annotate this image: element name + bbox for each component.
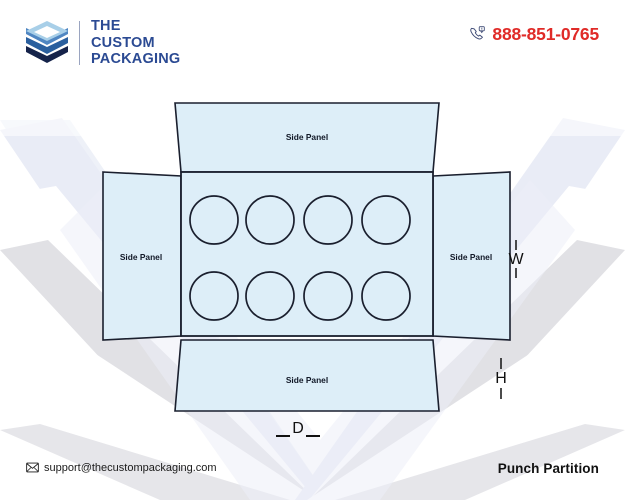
contact-email[interactable]: support@thecustompackaging.com bbox=[26, 461, 217, 474]
panel-bottom bbox=[174, 339, 440, 412]
punch-hole bbox=[245, 195, 295, 245]
logo-line-2: CUSTOM bbox=[91, 34, 155, 51]
panel-left-label: Side Panel bbox=[120, 252, 162, 262]
logo-line-3: PACKAGING bbox=[91, 51, 181, 68]
punch-hole bbox=[303, 195, 353, 245]
logo-divider bbox=[79, 21, 80, 65]
page-footer: support@thecustompackaging.com Punch Par… bbox=[0, 454, 625, 500]
stacked-layers-logo-icon bbox=[26, 21, 68, 63]
dimension-width-label: W bbox=[508, 251, 524, 268]
phone-number-text: 888-851-0765 bbox=[492, 24, 599, 44]
logo-wordmark: THE CUSTOM PACKAGING bbox=[91, 18, 180, 68]
punch-hole bbox=[189, 271, 239, 321]
brand-logo[interactable]: THE CUSTOM PACKAGING bbox=[24, 18, 180, 68]
punch-hole bbox=[303, 271, 353, 321]
dimension-depth: D bbox=[276, 420, 320, 437]
punch-hole bbox=[245, 271, 295, 321]
panel-bottom-label: Side Panel bbox=[286, 375, 328, 385]
sheet-title: Punch Partition bbox=[497, 461, 599, 476]
dimension-width: W bbox=[508, 240, 524, 278]
contact-phone[interactable]: 888-851-0765 bbox=[468, 24, 599, 45]
logo-line-1: THE bbox=[91, 18, 121, 35]
envelope-icon bbox=[26, 462, 39, 473]
phone-call-icon bbox=[470, 26, 486, 40]
punch-hole bbox=[361, 195, 411, 245]
dimension-depth-label: D bbox=[292, 420, 304, 437]
punch-hole bbox=[189, 195, 239, 245]
dimension-height: H bbox=[495, 358, 507, 399]
punch-hole bbox=[361, 271, 411, 321]
dimension-height-label: H bbox=[495, 370, 507, 387]
panel-top-label: Side Panel bbox=[286, 132, 328, 142]
email-address-text: support@thecustompackaging.com bbox=[44, 461, 217, 474]
panel-right-label: Side Panel bbox=[450, 252, 492, 262]
page-header: THE CUSTOM PACKAGING 888-851-0765 bbox=[0, 0, 625, 90]
